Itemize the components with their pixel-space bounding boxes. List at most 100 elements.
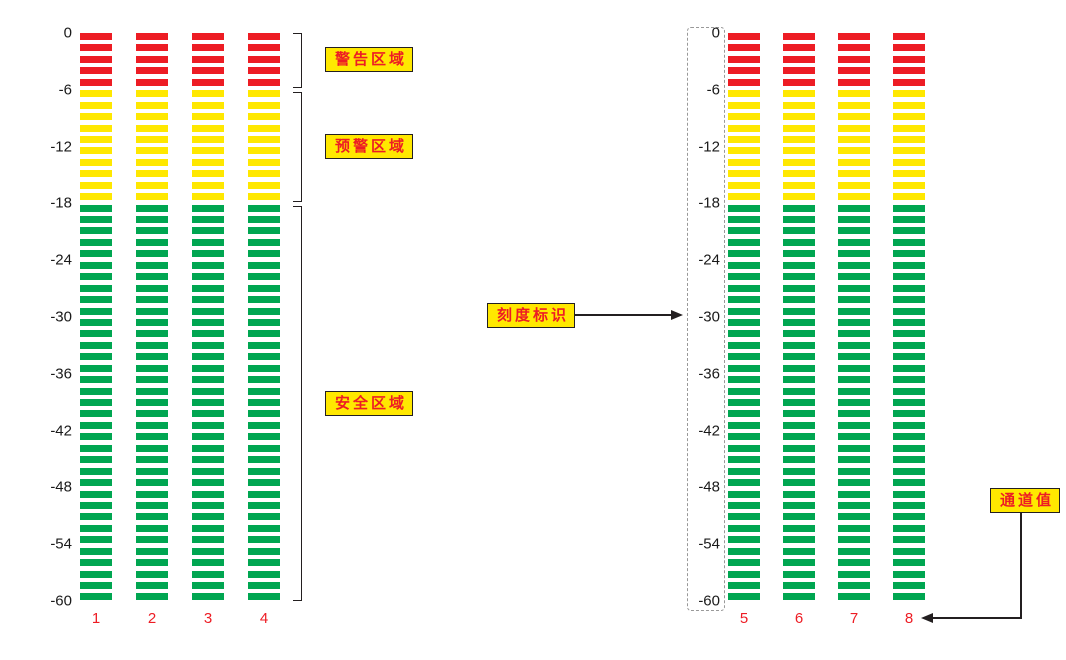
safe-segment (893, 559, 925, 567)
safe-segment (783, 376, 815, 384)
warning-segment (136, 55, 168, 63)
safe-segment (80, 353, 112, 361)
safe-segment (783, 479, 815, 487)
safe-segment (192, 501, 224, 509)
prewarning-segment (136, 113, 168, 121)
prewarning-segment (192, 158, 224, 166)
safe-segment (248, 399, 280, 406)
safe-segment (80, 410, 112, 418)
warning-segment (838, 33, 870, 40)
warning-segment (728, 78, 760, 86)
safe-segment (838, 318, 870, 326)
safe-segment (80, 456, 112, 464)
safe-segment (893, 421, 925, 429)
safe-segment (893, 582, 925, 589)
scale-tick--24: -24 (50, 251, 72, 269)
safe-segment (728, 547, 760, 555)
safe-segment (80, 238, 112, 246)
prewarning-segment (783, 181, 815, 189)
prewarning-segment (728, 158, 760, 166)
scale-tick--36: -36 (50, 365, 72, 383)
safe-segment (728, 318, 760, 326)
safe-segment (893, 490, 925, 498)
safe-segment (893, 513, 925, 521)
safe-segment (783, 227, 815, 235)
scale-marker-arrowhead-icon (671, 310, 683, 320)
safe-segment (838, 456, 870, 464)
safe-segment (783, 547, 815, 555)
prewarning-segment (893, 113, 925, 121)
safe-segment (192, 513, 224, 521)
safe-segment (728, 364, 760, 372)
safe-segment (248, 444, 280, 452)
warning-segment (248, 78, 280, 86)
safe-segment (838, 479, 870, 487)
prewarning-segment (728, 135, 760, 143)
warning-segment (80, 78, 112, 86)
prewarning-segment (192, 124, 224, 132)
warning-segment (728, 67, 760, 75)
safe-segment (783, 456, 815, 464)
safe-segment (893, 227, 925, 235)
safe-segment (192, 364, 224, 372)
safe-segment (783, 261, 815, 269)
prewarning-segment (838, 124, 870, 132)
safe-segment (893, 318, 925, 326)
warning-segment (783, 33, 815, 40)
safe-segment (893, 456, 925, 464)
warning-zone-label: 警告区域 (325, 47, 414, 72)
safe-segment (893, 547, 925, 555)
scale-tick--48: -48 (698, 478, 720, 496)
safe-segment (783, 524, 815, 532)
prewarning-segment (893, 124, 925, 132)
safe-segment (80, 467, 112, 475)
safe-segment (248, 330, 280, 338)
safe-segment (136, 444, 168, 452)
safe-segment (783, 284, 815, 292)
scale-marker-label: 刻度标识 (487, 303, 576, 328)
prewarning-segment (136, 101, 168, 109)
safe-segment (136, 376, 168, 384)
safe-segment (192, 296, 224, 304)
safe-segment (248, 593, 280, 601)
prewarning-segment (80, 158, 112, 166)
safe-segment (838, 559, 870, 567)
safe-segment (783, 273, 815, 281)
safe-segment (893, 387, 925, 395)
scale-tick--54: -54 (50, 535, 72, 553)
safe-segment (728, 376, 760, 384)
safe-segment (783, 433, 815, 441)
meters-channels-5-8 (728, 33, 925, 601)
safe-segment (838, 399, 870, 406)
prewarning-segment (248, 135, 280, 143)
warning-segment (838, 67, 870, 75)
safe-segment (248, 501, 280, 509)
safe-segment (136, 536, 168, 544)
safe-segment (192, 421, 224, 429)
safe-segment (893, 238, 925, 246)
warning-segment (893, 33, 925, 40)
safe-segment (136, 490, 168, 498)
prewarning-segment (783, 147, 815, 155)
safe-segment (838, 467, 870, 475)
scale-tick--12: -12 (698, 138, 720, 156)
safe-segment (838, 547, 870, 555)
safe-segment (80, 318, 112, 326)
channel-value-arrow-vline (1020, 508, 1022, 618)
safe-segment (80, 399, 112, 406)
safe-segment (80, 593, 112, 601)
safe-segment (136, 284, 168, 292)
warning-segment (728, 44, 760, 52)
safe-segment (192, 444, 224, 452)
safe-segment (192, 227, 224, 235)
safe-segment (136, 524, 168, 532)
safe-segment (80, 524, 112, 532)
prewarning-segment (192, 113, 224, 121)
warning-segment (192, 44, 224, 52)
prewarning-segment (838, 90, 870, 98)
prewarning-zone-label: 预警区域 (325, 134, 414, 159)
safe-segment (192, 284, 224, 292)
safe-segment (192, 547, 224, 555)
